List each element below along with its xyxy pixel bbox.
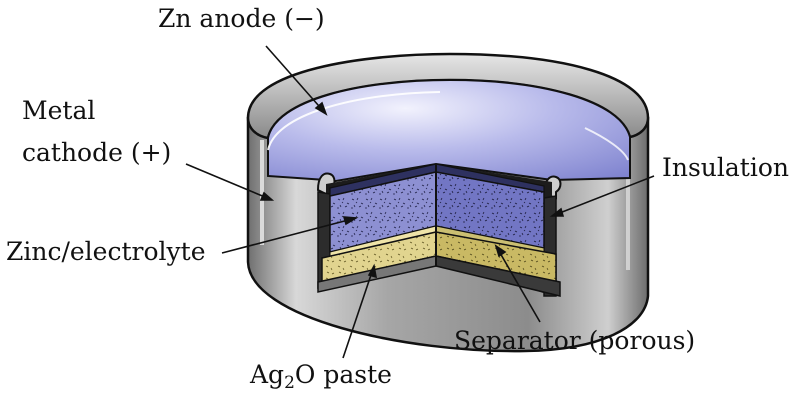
label-ag2o-suffix: O paste	[294, 360, 392, 389]
label-zinc-electrolyte: Zinc/electrolyte	[6, 237, 206, 266]
leader-lines	[185, 45, 655, 359]
label-metal-cathode-line2: cathode (+)	[22, 138, 172, 167]
label-metal-cathode-line1: Metal	[22, 96, 96, 125]
label-ag2o-paste: Ag2O paste	[250, 360, 392, 393]
label-zn-anode: Zn anode (−)	[158, 4, 325, 33]
label-insulation: Insulation	[662, 153, 790, 182]
label-separator: Separator (porous)	[454, 326, 696, 355]
label-ag2o-subscript: 2	[284, 373, 295, 393]
label-ag2o-prefix: Ag	[250, 360, 285, 389]
zn-anode-top-surface	[267, 78, 631, 184]
